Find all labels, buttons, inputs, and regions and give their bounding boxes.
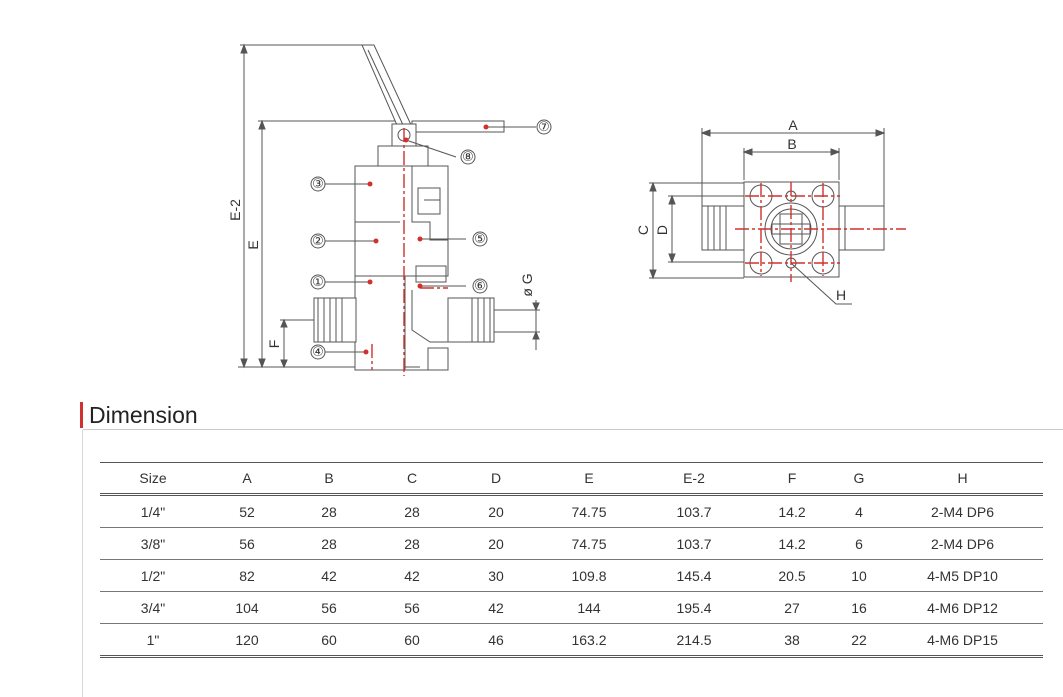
cell-g: 6 (836, 527, 882, 560)
table-row: 1/4" 52 28 28 20 74.75 103.7 14.2 4 2-M4… (100, 494, 1043, 528)
table-row: 1/2" 82 42 42 30 109.8 145.4 20.5 10 4-M… (100, 559, 1043, 592)
cell-e2: 103.7 (640, 527, 748, 560)
side-view-drawing (238, 43, 552, 371)
technical-drawing: ① ② ③ ④ ⑤ ⑥ ⑦ ⑧ E-2 E F ø G (227, 43, 906, 376)
cell-e2: 195.4 (640, 591, 748, 624)
cell-g: 16 (836, 591, 882, 624)
header-g: G (836, 462, 882, 496)
header-b: B (288, 462, 370, 496)
cell-c: 56 (370, 591, 454, 624)
cell-e2: 103.7 (640, 494, 748, 528)
cell-size: 1" (100, 623, 206, 658)
cell-d: 42 (454, 591, 538, 624)
callout-3: ③ (312, 177, 324, 192)
section-divider (83, 429, 1063, 430)
dim-label-a: A (788, 117, 798, 133)
callout-markers (363, 124, 489, 355)
table-row: 1" 120 60 60 46 163.2 214.5 38 22 4-M6 D… (100, 623, 1043, 658)
cell-b: 56 (288, 591, 370, 624)
callout-7: ⑦ (538, 120, 550, 135)
callout-4: ④ (312, 345, 324, 360)
callout-5: ⑤ (474, 232, 486, 247)
cell-f: 27 (748, 591, 836, 624)
top-view-drawing (649, 128, 886, 305)
cell-a: 82 (206, 559, 288, 592)
dim-label-f: F (266, 340, 282, 349)
cell-b: 28 (288, 494, 370, 528)
table-header-row: Size A B C D E E-2 F G H (100, 462, 1043, 496)
cell-c: 28 (370, 494, 454, 528)
cell-f: 14.2 (748, 527, 836, 560)
section-title: Dimension (89, 402, 198, 428)
top-view-centerlines (735, 182, 906, 282)
dim-label-d: D (654, 225, 670, 235)
cell-c: 60 (370, 623, 454, 658)
cell-c: 42 (370, 559, 454, 592)
callout-2: ② (312, 234, 324, 249)
header-a: A (206, 462, 288, 496)
cell-h: 2-M4 DP6 (882, 527, 1043, 560)
cell-e: 74.75 (538, 494, 640, 528)
header-f: F (748, 462, 836, 496)
cell-d: 46 (454, 623, 538, 658)
dim-label-h: H (836, 287, 846, 303)
cell-size: 1/2" (100, 559, 206, 592)
cell-c: 28 (370, 527, 454, 560)
cell-a: 120 (206, 623, 288, 658)
cell-e: 144 (538, 591, 640, 624)
dim-label-b: B (787, 136, 796, 152)
cell-size: 3/8" (100, 527, 206, 560)
cell-e2: 145.4 (640, 559, 748, 592)
cell-h: 4-M5 DP10 (882, 559, 1043, 592)
dimension-table: Size A B C D E E-2 F G H 1/4" 52 28 28 2… (100, 462, 1043, 658)
callout-6: ⑥ (474, 279, 486, 294)
table-row: 3/4" 104 56 56 42 144 195.4 27 16 4-M6 D… (100, 591, 1043, 624)
cell-f: 14.2 (748, 494, 836, 528)
cell-d: 30 (454, 559, 538, 592)
cell-e2: 214.5 (640, 623, 748, 658)
cell-size: 3/4" (100, 591, 206, 624)
table-row: 3/8" 56 28 28 20 74.75 103.7 14.2 6 2-M4… (100, 527, 1043, 560)
cell-h: 2-M4 DP6 (882, 494, 1043, 528)
cell-size: 1/4" (100, 494, 206, 528)
content-left-rule (82, 430, 83, 697)
cell-b: 60 (288, 623, 370, 658)
header-d: D (454, 462, 538, 496)
cell-a: 104 (206, 591, 288, 624)
cell-b: 28 (288, 527, 370, 560)
cell-a: 52 (206, 494, 288, 528)
dim-label-e2: E-2 (227, 199, 243, 221)
cell-e: 109.8 (538, 559, 640, 592)
header-e2: E-2 (640, 462, 748, 496)
cell-h: 4-M6 DP12 (882, 591, 1043, 624)
dim-label-g: ø G (519, 273, 535, 296)
cell-g: 4 (836, 494, 882, 528)
cell-e: 74.75 (538, 527, 640, 560)
cell-d: 20 (454, 527, 538, 560)
cell-g: 22 (836, 623, 882, 658)
side-view-centerlines (371, 128, 448, 376)
callout-1: ① (312, 275, 324, 290)
dim-label-c: C (635, 225, 651, 235)
cell-b: 42 (288, 559, 370, 592)
section-accent-bar (80, 402, 83, 428)
callout-8: ⑧ (462, 150, 474, 165)
cell-d: 20 (454, 494, 538, 528)
dimension-section-header: Dimension (80, 400, 1063, 430)
cell-e: 163.2 (538, 623, 640, 658)
header-h: H (882, 462, 1043, 496)
header-c: C (370, 462, 454, 496)
cell-f: 38 (748, 623, 836, 658)
header-size: Size (100, 462, 206, 496)
header-e: E (538, 462, 640, 496)
cell-a: 56 (206, 527, 288, 560)
dim-label-e: E (245, 240, 261, 249)
cell-g: 10 (836, 559, 882, 592)
cell-f: 20.5 (748, 559, 836, 592)
cell-h: 4-M6 DP15 (882, 623, 1043, 658)
